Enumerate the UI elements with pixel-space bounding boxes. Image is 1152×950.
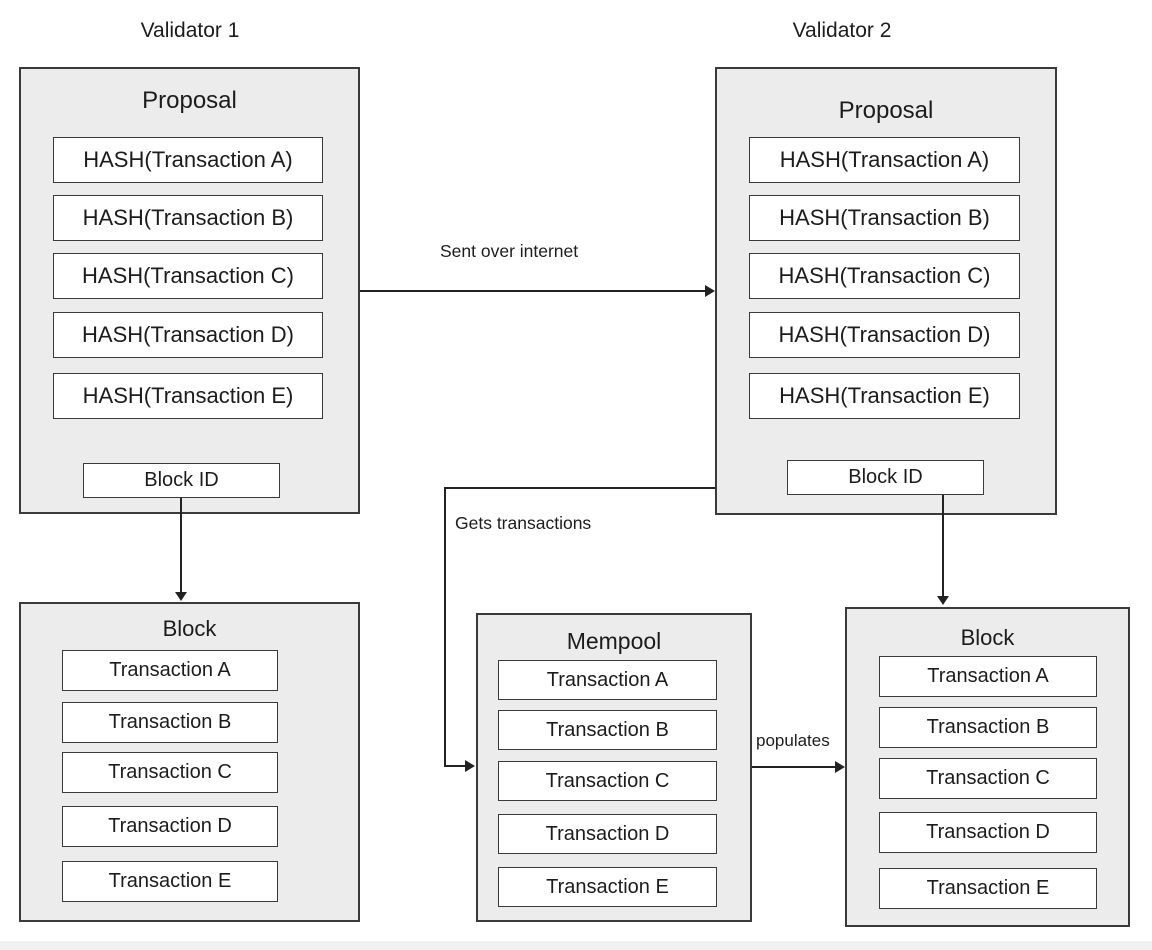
block1-transaction-d: Transaction D <box>62 806 278 847</box>
validator2-block-panel: Block Transaction A Transaction B Transa… <box>845 607 1130 927</box>
gets-transactions-label: Gets transactions <box>455 513 592 533</box>
validator2-blockid-arrowhead-icon <box>937 596 949 605</box>
validator1-blockid-arrowhead-icon <box>175 592 187 601</box>
validator2-blockid-arrow-line <box>942 495 944 597</box>
block1-transaction-b: Transaction B <box>62 702 278 743</box>
gets-transactions-arrowhead-icon <box>465 760 475 772</box>
sent-over-internet-arrowhead-icon <box>705 285 715 297</box>
mempool-transaction-b: Transaction B <box>498 710 717 750</box>
block2-transaction-c: Transaction C <box>879 758 1097 799</box>
block1-transaction-a: Transaction A <box>62 650 278 691</box>
validator1-block-id: Block ID <box>83 463 280 498</box>
validator1-hash-item-d: HASH(Transaction D) <box>53 312 323 358</box>
validator1-title: Validator 1 <box>140 19 240 42</box>
block2-transaction-a: Transaction A <box>879 656 1097 697</box>
block1-transaction-c: Transaction C <box>62 752 278 793</box>
validator2-proposal-panel: Proposal HASH(Transaction A) HASH(Transa… <box>715 67 1057 515</box>
gets-transactions-line-vertical <box>444 487 446 767</box>
validator1-hash-item-b: HASH(Transaction B) <box>53 195 323 241</box>
validator2-hash-item-d: HASH(Transaction D) <box>749 312 1020 358</box>
mempool-transaction-a: Transaction A <box>498 660 717 700</box>
mempool-transaction-e: Transaction E <box>498 867 717 907</box>
populates-arrowhead-icon <box>835 761 845 773</box>
mempool-transaction-c: Transaction C <box>498 761 717 801</box>
block2-transaction-b: Transaction B <box>879 707 1097 748</box>
validator2-hash-item-b: HASH(Transaction B) <box>749 195 1020 241</box>
mempool-heading: Mempool <box>566 628 662 654</box>
sent-over-internet-label: Sent over internet <box>440 241 579 261</box>
validator1-block-heading: Block <box>162 616 217 641</box>
mempool-panel: Mempool Transaction A Transaction B Tran… <box>476 613 752 922</box>
validator1-hash-item-c: HASH(Transaction C) <box>53 253 323 299</box>
validator1-blockid-arrow-line <box>180 498 182 593</box>
gets-transactions-line-bottom <box>444 765 466 767</box>
validator1-proposal-panel: Proposal HASH(Transaction A) HASH(Transa… <box>19 67 360 514</box>
validator2-proposal-heading: Proposal <box>838 97 934 124</box>
validator2-hash-item-c: HASH(Transaction C) <box>749 253 1020 299</box>
validator2-hash-item-e: HASH(Transaction E) <box>749 373 1020 419</box>
block2-transaction-d: Transaction D <box>879 812 1097 853</box>
validator1-hash-item-a: HASH(Transaction A) <box>53 137 323 183</box>
validator2-block-heading: Block <box>960 625 1015 650</box>
sent-over-internet-arrow-line <box>360 290 706 292</box>
block1-transaction-e: Transaction E <box>62 861 278 902</box>
populates-label: populates <box>756 731 830 750</box>
validator2-block-id: Block ID <box>787 460 984 495</box>
mempool-transaction-d: Transaction D <box>498 814 717 854</box>
validator2-title: Validator 2 <box>792 19 892 42</box>
validator1-hash-item-e: HASH(Transaction E) <box>53 373 323 419</box>
populates-arrow-line <box>752 766 836 768</box>
footer-strip <box>0 941 1152 950</box>
block2-transaction-e: Transaction E <box>879 868 1097 909</box>
validator1-proposal-heading: Proposal <box>142 87 237 114</box>
gets-transactions-line-top <box>444 487 715 489</box>
validator2-hash-item-a: HASH(Transaction A) <box>749 137 1020 183</box>
validator1-block-panel: Block Transaction A Transaction B Transa… <box>19 602 360 922</box>
